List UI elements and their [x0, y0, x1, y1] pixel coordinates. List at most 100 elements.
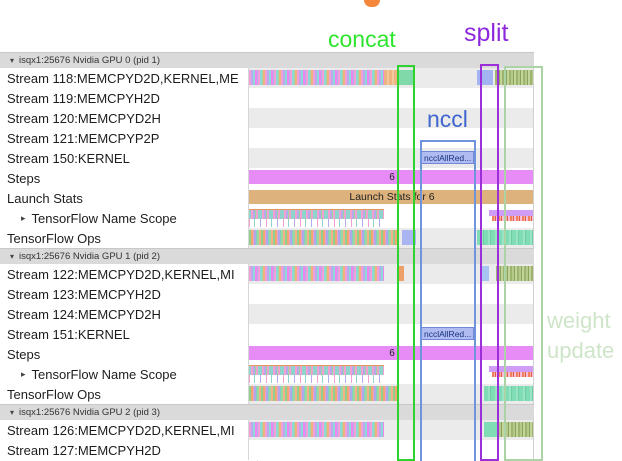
tf-ops-events[interactable]: [249, 230, 399, 245]
device-section-header[interactable]: ▾ isqx1:25676 Nvidia GPU 2 (pid 3): [0, 404, 534, 420]
row-steps-gpu0: Steps 6: [0, 168, 622, 188]
stream-120-label[interactable]: Stream 120:MEMCPYD2H: [0, 108, 248, 128]
collapse-triangle-icon[interactable]: ▾: [10, 407, 15, 417]
name-scope-label[interactable]: ▸ TensorFlow Name Scope: [0, 208, 248, 228]
row-gpu1-header: ▾ isqx1:25676 Nvidia GPU 1 (pid 2): [0, 248, 622, 264]
stream-123-label[interactable]: Stream 123:MEMCPYH2D: [0, 284, 248, 304]
split-annotation-label: split: [464, 19, 509, 47]
row-stream-127: Stream 127:MEMCPYH2D: [0, 440, 622, 460]
row-name-scope-gpu0: ▸ TensorFlow Name Scope: [0, 208, 622, 228]
steps-canvas: 6: [248, 168, 534, 188]
name-scope-events[interactable]: [249, 210, 384, 219]
row-stream-150: Stream 150:KERNEL ncclAllRed...: [0, 148, 622, 168]
tf-ops-nccl-event[interactable]: [402, 230, 416, 245]
steps-label[interactable]: Steps: [0, 344, 248, 364]
name-scope-topline: [249, 209, 384, 210]
row-stream-118: Stream 118:MEMCPYD2D,KERNEL,ME: [0, 68, 622, 88]
concat-highlight-box: [397, 65, 415, 461]
track-rows: ▾ isqx1:25676 Nvidia GPU 0 (pid 1) Strea…: [0, 52, 622, 460]
stream-127-label[interactable]: Stream 127:MEMCPYH2D: [0, 440, 248, 460]
row-tf-ops-gpu0: TensorFlow Ops: [0, 228, 622, 248]
stream-150-label[interactable]: Stream 150:KERNEL: [0, 148, 248, 168]
step-6-bar[interactable]: 6: [249, 346, 533, 360]
tf-ops-label[interactable]: TensorFlow Ops: [0, 384, 248, 404]
weight-update-annotation-label: weight update: [547, 306, 614, 366]
expand-triangle-icon[interactable]: ▸: [21, 212, 26, 223]
stream-120-canvas: [248, 108, 534, 128]
stream-127-canvas: [248, 440, 534, 460]
name-scope-right-dashes: [492, 216, 533, 221]
clipped-orange-text-fragment: [364, 0, 380, 7]
tf-ops-label[interactable]: TensorFlow Ops: [0, 228, 248, 248]
name-scope-right-violet[interactable]: [489, 210, 533, 216]
stream-118-kernel-events[interactable]: [249, 70, 384, 85]
row-gpu0-header: ▾ isqx1:25676 Nvidia GPU 0 (pid 1): [0, 52, 622, 68]
row-stream-122: Stream 122:MEMCPYD2D,KERNEL,MI: [0, 264, 622, 284]
name-scope-text: TensorFlow Name Scope: [31, 210, 177, 226]
stream-124-canvas: [248, 304, 534, 324]
stream-121-label[interactable]: Stream 121:MEMCPYP2P: [0, 128, 248, 148]
row-stream-123: Stream 123:MEMCPYH2D: [0, 284, 622, 304]
nccl-allreduce-bar[interactable]: ncclAllRed...: [420, 327, 474, 340]
row-launch-stats: Launch Stats Launch Stats for 6: [0, 188, 622, 208]
name-scope-canvas: [248, 364, 534, 384]
concat-annotation-label: concat: [328, 26, 396, 52]
stream-118-orange-event[interactable]: [384, 70, 398, 85]
name-scope-right-dashes: [492, 372, 533, 377]
device-section-header[interactable]: ▾ isqx1:25676 Nvidia GPU 0 (pid 1): [0, 52, 534, 68]
tf-ops-events[interactable]: [249, 386, 399, 401]
stream-118-label[interactable]: Stream 118:MEMCPYD2D,KERNEL,ME: [0, 68, 248, 88]
tf-ops-canvas: [248, 228, 534, 248]
weight-update-highlight-box: [504, 66, 543, 461]
stream-126-teal-event[interactable]: [484, 422, 497, 437]
stream-122-split-event[interactable]: [480, 266, 489, 281]
stream-122-canvas: [248, 264, 534, 284]
row-stream-121: Stream 121:MEMCPYP2P: [0, 128, 622, 148]
row-gpu2-header: ▾ isqx1:25676 Nvidia GPU 2 (pid 3): [0, 404, 622, 420]
nccl-highlight-box: [420, 140, 476, 461]
stream-126-label[interactable]: Stream 126:MEMCPYD2D,KERNEL,MI: [0, 420, 248, 440]
stream-118-concat-event[interactable]: [397, 70, 415, 85]
stream-151-label[interactable]: Stream 151:KERNEL: [0, 324, 248, 344]
device-section-header[interactable]: ▾ isqx1:25676 Nvidia GPU 1 (pid 2): [0, 248, 534, 264]
row-steps-gpu1: Steps 6: [0, 344, 622, 364]
stream-121-canvas: [248, 128, 534, 148]
name-scope-right-violet[interactable]: [489, 366, 533, 372]
name-scope-events[interactable]: [249, 366, 384, 375]
device-title: isqx1:25676 Nvidia GPU 2 (pid 3): [19, 407, 161, 418]
collapse-triangle-icon[interactable]: ▾: [10, 251, 15, 261]
nccl-annotation-label: nccl: [427, 106, 468, 132]
split-highlight-box: [480, 64, 499, 461]
row-stream-120: Stream 120:MEMCPYD2H: [0, 108, 622, 128]
stream-122-kernel-events[interactable]: [249, 266, 384, 281]
row-tf-ops-gpu1: TensorFlow Ops: [0, 384, 622, 404]
weight-update-line2: update: [547, 338, 615, 363]
stream-122-label[interactable]: Stream 122:MEMCPYD2D,KERNEL,MI: [0, 264, 248, 284]
row-stream-126: Stream 126:MEMCPYD2D,KERNEL,MI: [0, 420, 622, 440]
launch-stats-label[interactable]: Launch Stats: [0, 188, 248, 208]
tf-ops-weight-update-events[interactable]: [484, 386, 533, 401]
steps-canvas: 6: [248, 344, 534, 364]
name-scope-event-ticks: [249, 219, 384, 227]
stream-123-canvas: [248, 284, 534, 304]
step-6-bar[interactable]: 6: [249, 170, 533, 184]
name-scope-canvas: [248, 208, 534, 228]
stream-126-weight-update-events[interactable]: [497, 422, 533, 437]
name-scope-label[interactable]: ▸ TensorFlow Name Scope: [0, 364, 248, 384]
nccl-allreduce-bar[interactable]: ncclAllRed...: [420, 151, 474, 164]
stream-122-orange-event[interactable]: [399, 266, 404, 281]
row-stream-119: Stream 119:MEMCPYH2D: [0, 88, 622, 108]
collapse-triangle-icon[interactable]: ▾: [10, 55, 15, 65]
weight-update-line1: weight: [547, 308, 611, 333]
stream-151-canvas: ncclAllRed...: [248, 324, 534, 344]
stream-126-kernel-events[interactable]: [249, 422, 384, 437]
expand-triangle-icon[interactable]: ▸: [21, 368, 26, 379]
name-scope-event-ticks: [249, 375, 384, 383]
row-stream-151: Stream 151:KERNEL ncclAllRed...: [0, 324, 622, 344]
stream-124-label[interactable]: Stream 124:MEMCPYD2H: [0, 304, 248, 324]
name-scope-topline: [249, 365, 384, 366]
device-title: isqx1:25676 Nvidia GPU 1 (pid 2): [19, 251, 161, 262]
steps-label[interactable]: Steps: [0, 168, 248, 188]
stream-119-label[interactable]: Stream 119:MEMCPYH2D: [0, 88, 248, 108]
